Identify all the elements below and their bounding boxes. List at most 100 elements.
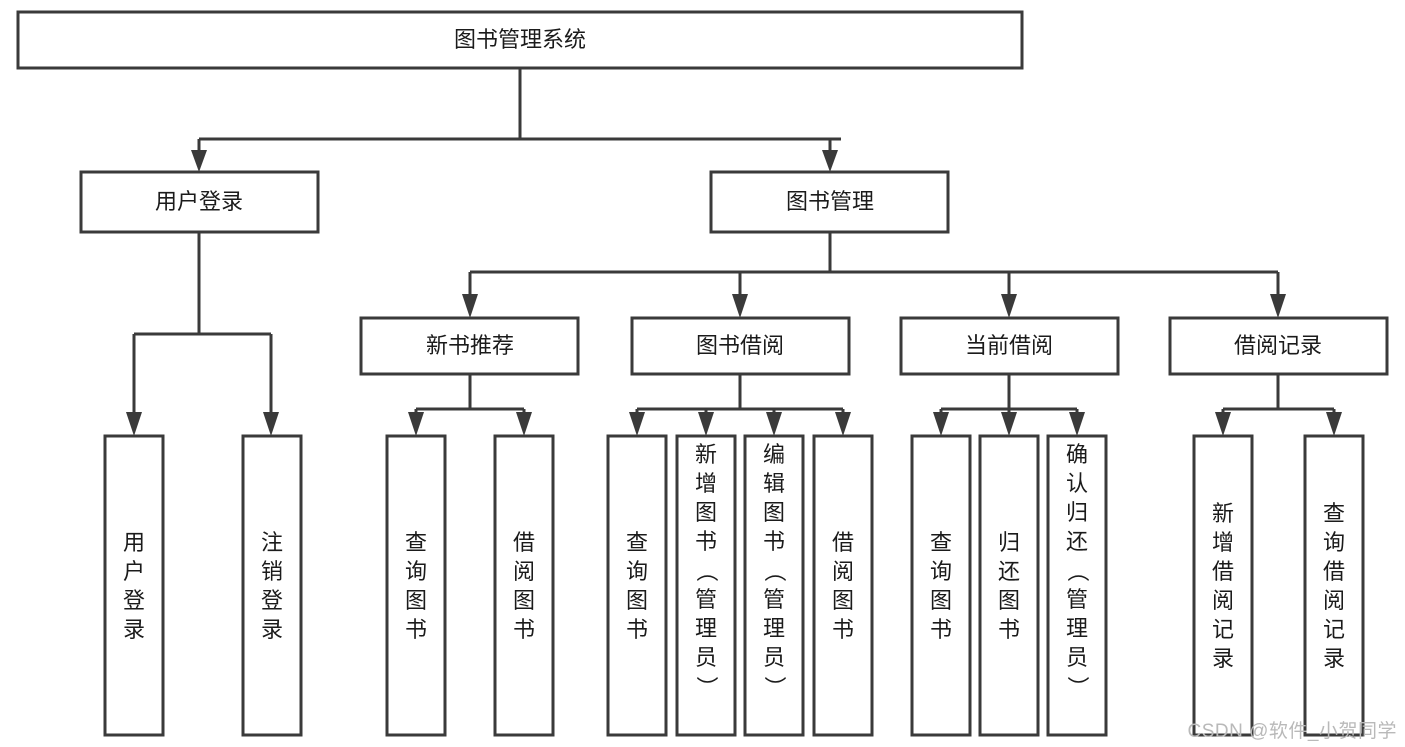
- node-leaf4-box[interactable]: [493, 434, 555, 737]
- node-leaf1[interactable]: [103, 434, 165, 737]
- leaf6-label-char: 理: [695, 616, 717, 641]
- node-current[interactable]: 当前借阅: [899, 316, 1120, 376]
- node-leaf4[interactable]: [493, 434, 555, 737]
- leaf7-label-char: 辑: [763, 471, 785, 496]
- leaf13-label-char: 查: [1323, 501, 1345, 526]
- node-leaf12[interactable]: [1192, 434, 1254, 737]
- arrowhead-bookmgmt-borrow: [732, 294, 748, 318]
- leaf11-label-char: 确: [1066, 442, 1088, 467]
- node-leaf8[interactable]: [812, 434, 874, 737]
- node-root[interactable]: 图书管理系统: [16, 10, 1024, 70]
- leaf6-label-char: 图: [695, 500, 717, 525]
- leaf3-label-char: 询: [405, 559, 427, 584]
- leaf8-label-char: 书: [832, 617, 854, 642]
- node-newbook[interactable]: 新书推荐: [359, 316, 580, 376]
- node-newbook-box[interactable]: [359, 316, 580, 376]
- node-bookmgmt-box[interactable]: [709, 170, 950, 234]
- node-leaf7[interactable]: [743, 434, 805, 737]
- node-newbook-label: 新书推荐: [426, 333, 514, 358]
- node-leaf9-box[interactable]: [910, 434, 972, 737]
- leaf6-label-char: ）: [694, 676, 719, 698]
- node-leaf10[interactable]: [978, 434, 1040, 737]
- leaf13-label-char: 记: [1323, 617, 1345, 642]
- leaf2-label-char: 登: [261, 588, 283, 613]
- node-borrow[interactable]: 图书借阅: [630, 316, 851, 376]
- leaf5-label-char: 图: [626, 588, 648, 613]
- leaf5-label-char: 查: [626, 530, 648, 555]
- node-leaf2-box[interactable]: [241, 434, 303, 737]
- node-leaf1-box[interactable]: [103, 434, 165, 737]
- leaf7-label-char: 书: [763, 529, 785, 554]
- leaf9-label-char: 图: [930, 588, 952, 613]
- leaf10-label-char: 书: [998, 617, 1020, 642]
- leaf1-label-char: 户: [123, 559, 145, 584]
- leaf12-label-char: 借: [1212, 559, 1234, 584]
- arrowhead-current-leaf9: [933, 412, 949, 436]
- vertical-label-layer: 用户登录注销登录查询图书借阅图书查询图书新增图书（管理员）编辑图书（管理员）借阅…: [123, 442, 1345, 698]
- leaf12-label-char: 阅: [1212, 588, 1234, 613]
- leaf2-label-char: 录: [261, 617, 283, 642]
- node-leaf10-box[interactable]: [978, 434, 1040, 737]
- node-leaf13-box[interactable]: [1303, 434, 1365, 737]
- leaf7-label-char: （: [762, 560, 787, 582]
- leaf13-label-char: 询: [1323, 530, 1345, 555]
- leaf5-label-char: 询: [626, 559, 648, 584]
- arrowhead-borrow-leaf6: [698, 412, 714, 436]
- leaf7-label-char: 图: [763, 500, 785, 525]
- node-leaf12-box[interactable]: [1192, 434, 1254, 737]
- node-root-box[interactable]: [16, 10, 1024, 70]
- node-leaf7-box[interactable]: [743, 434, 805, 737]
- node-leaf3-box[interactable]: [385, 434, 447, 737]
- leaf8-label-char: 图: [832, 588, 854, 613]
- node-leaf6-box[interactable]: [675, 434, 737, 737]
- node-leaf5[interactable]: [606, 434, 668, 737]
- leaf1-label: 用户登录: [123, 530, 145, 642]
- arrowhead-root-bookmgmt: [822, 150, 838, 172]
- node-borrow-box[interactable]: [630, 316, 851, 376]
- node-leaf3[interactable]: [385, 434, 447, 737]
- node-leaf13[interactable]: [1303, 434, 1365, 737]
- leaf2-label-char: 销: [261, 559, 283, 584]
- leaf10-label-char: 归: [998, 530, 1020, 555]
- node-login-box[interactable]: [79, 170, 320, 234]
- node-bookmgmt[interactable]: 图书管理: [709, 170, 950, 234]
- leaf11-label-char: 归: [1066, 500, 1088, 525]
- node-current-label: 当前借阅: [965, 333, 1053, 358]
- node-leaf11[interactable]: [1046, 434, 1108, 737]
- leaf8-label-char: 借: [832, 530, 854, 555]
- node-leaf5-box[interactable]: [606, 434, 668, 737]
- arrowhead-records-leaf13: [1326, 412, 1342, 436]
- node-bookmgmt-label: 图书管理: [786, 189, 874, 214]
- leaf3-label-char: 书: [405, 617, 427, 642]
- node-leaf8-box[interactable]: [812, 434, 874, 737]
- leaf11-label-char: ）: [1065, 676, 1090, 698]
- arrowhead-login-leaf2: [263, 412, 279, 436]
- node-records-box[interactable]: [1168, 316, 1389, 376]
- node-leaf2[interactable]: [241, 434, 303, 737]
- leaf9-label-char: 书: [930, 617, 952, 642]
- arrowhead-newbook-leaf4: [516, 412, 532, 436]
- node-leaf11-box[interactable]: [1046, 434, 1108, 737]
- edge-layer: [126, 68, 1342, 436]
- leaf11-label-char: （: [1065, 560, 1090, 582]
- leaf12-label-char: 录: [1212, 646, 1234, 671]
- leaf12-label-char: 记: [1212, 617, 1234, 642]
- node-login[interactable]: 用户登录: [79, 170, 320, 234]
- leaf4-label-char: 书: [513, 617, 535, 642]
- node-borrow-label: 图书借阅: [696, 333, 784, 358]
- node-leaf6[interactable]: [675, 434, 737, 737]
- arrowhead-newbook-leaf3: [408, 412, 424, 436]
- leaf7-label-char: 管: [763, 587, 785, 612]
- node-current-box[interactable]: [899, 316, 1120, 376]
- node-leaf9[interactable]: [910, 434, 972, 737]
- leaf11-label-char: 认: [1066, 471, 1088, 496]
- leaf2-label-char: 注: [261, 530, 283, 555]
- node-records[interactable]: 借阅记录: [1168, 316, 1389, 376]
